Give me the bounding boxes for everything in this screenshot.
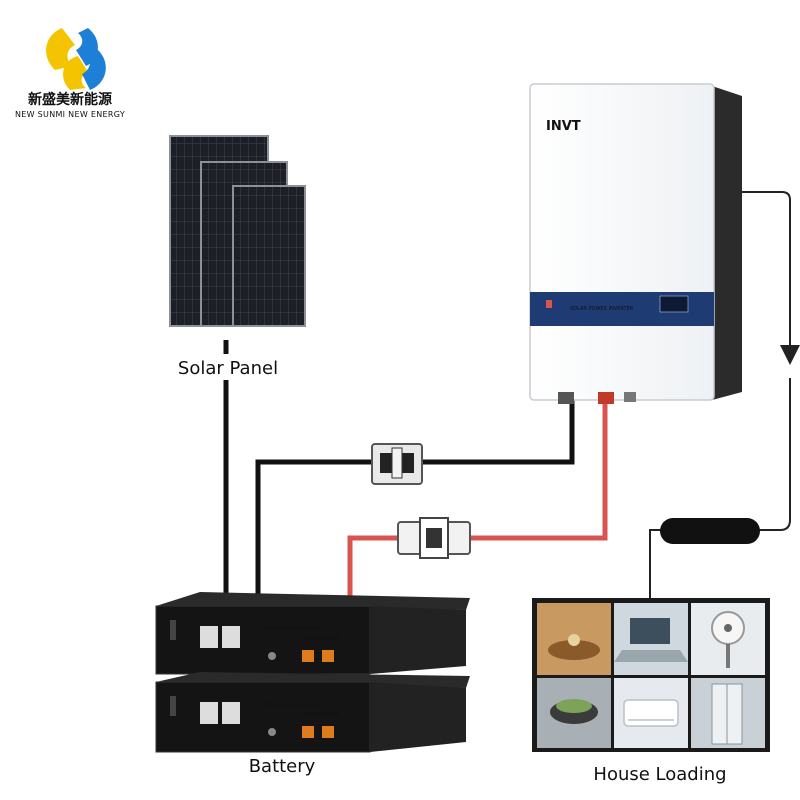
- appliance-laptop: [614, 603, 688, 675]
- inverter-panel-text: SOLAR POWER INVERTER: [570, 306, 634, 312]
- dc-negative-fuse: [372, 444, 422, 484]
- battery-label: Battery: [249, 756, 316, 777]
- battery-top-brand: PYLONTECH: [306, 636, 339, 642]
- inverter: INVT SOLAR POWER INVERTER: [530, 84, 742, 404]
- house-loading-grid: [532, 598, 770, 752]
- solar-panel-3: [233, 186, 305, 326]
- appliance-air-conditioner: [614, 678, 688, 748]
- solar-panel-label: Solar Panel: [178, 358, 278, 379]
- appliance-dining-table: [537, 603, 611, 675]
- inverter-brand: INVT: [546, 119, 581, 134]
- battery-module-top: US2000 Plus Lithium Battery PYLONTECH: [156, 592, 470, 674]
- logo-english-name: NEW SUNMI NEW ENERGY: [15, 110, 125, 119]
- battery-bottom-model: US2000 Plus Lithium Battery: [262, 702, 320, 707]
- ac-output-label: Ac Output: [668, 523, 753, 541]
- company-logo: 新盛美新能源 NEW SUNMI NEW ENERGY: [15, 28, 125, 119]
- appliance-refrigerator: [691, 678, 765, 748]
- dc-positive-cable: [350, 400, 605, 604]
- logo-mark-icon: [46, 28, 106, 90]
- logo-chinese-name: 新盛美新能源: [28, 91, 112, 108]
- solar-panels: [170, 136, 305, 326]
- ac-output-line-lower: [650, 378, 790, 598]
- house-loading-label: House Loading: [593, 764, 726, 785]
- battery-stack: US2000 Plus Lithium Battery PYLONTECH US…: [156, 592, 470, 752]
- battery-module-bottom: US2000 Plus Lithium Battery PYLONTECH: [156, 672, 470, 752]
- dc-negative-cable: [258, 398, 572, 600]
- appliance-electric-fan: [691, 603, 765, 675]
- dc-positive-fuse: [398, 518, 470, 558]
- ac-output-line: [742, 192, 790, 355]
- battery-bottom-brand: PYLONTECH: [306, 712, 339, 718]
- battery-top-model: US2000 Plus Lithium Battery: [262, 626, 320, 631]
- ac-output-badge: Ac Output: [660, 518, 760, 544]
- appliance-cooking-pot: [537, 678, 611, 748]
- inverter-display: [660, 296, 688, 312]
